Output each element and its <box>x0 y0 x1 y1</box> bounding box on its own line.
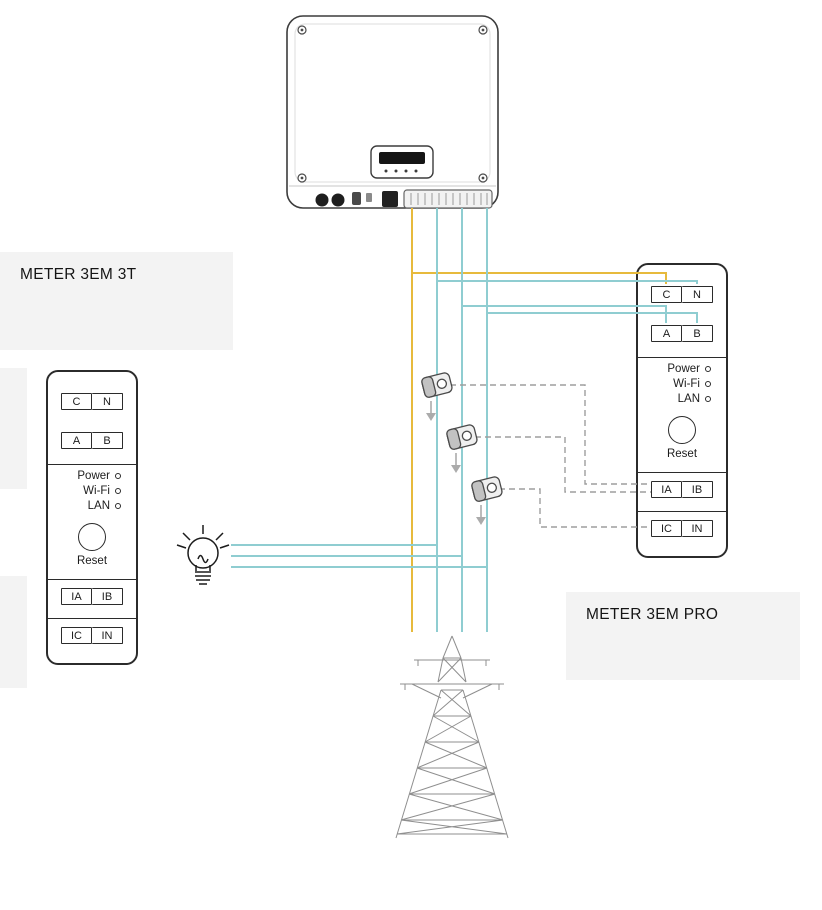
ct-clamp-icon <box>471 476 503 502</box>
power-led-row: Power <box>77 470 121 482</box>
down-arrow-icon <box>451 453 461 473</box>
terminal-ic: IC <box>651 520 682 537</box>
screw-icon <box>297 25 488 183</box>
meter-3em-3t-device: C N A B Power Wi-Fi LAN Reset IA IB IC <box>46 370 138 665</box>
terminal-row-iaib: IA IB <box>48 588 136 605</box>
down-arrow-icon <box>476 505 486 525</box>
light-bulb-icon <box>176 525 230 585</box>
meter-divider <box>48 579 136 580</box>
terminal-row-icin: IC IN <box>48 627 136 644</box>
terminal-row-iaib: IA IB <box>638 481 726 498</box>
meter-divider <box>638 357 726 358</box>
terminal-c: C <box>61 393 92 410</box>
power-led-label: Power <box>667 363 700 375</box>
terminal-row-icin: IC IN <box>638 520 726 537</box>
terminal-ic: IC <box>61 627 92 644</box>
reset-label: Reset <box>76 555 108 567</box>
terminal-in: IN <box>682 520 713 537</box>
wifi-led-row: Wi-Fi <box>83 485 121 497</box>
wifi-led-row: Wi-Fi <box>673 378 711 390</box>
terminal-ia: IA <box>61 588 92 605</box>
left-edge-strip-bottom <box>0 576 27 688</box>
terminal-b: B <box>92 432 123 449</box>
terminal-row-cn: C N <box>48 393 136 410</box>
terminal-n: N <box>682 286 713 303</box>
meter-divider <box>48 618 136 619</box>
power-led-icon <box>705 366 711 372</box>
reset-label: Reset <box>666 448 698 460</box>
lan-led-icon <box>705 396 711 402</box>
terminal-n: N <box>92 393 123 410</box>
down-arrow-icon <box>426 401 436 421</box>
power-led-row: Power <box>667 363 711 375</box>
left-meter-title: METER 3EM 3T <box>20 266 137 283</box>
terminal-row-ab: A B <box>638 325 726 342</box>
right-meter-label-box: METER 3EM PRO <box>566 592 800 680</box>
terminal-row-ab: A B <box>48 432 136 449</box>
terminal-b: B <box>682 325 713 342</box>
lan-led-row: LAN <box>88 500 121 512</box>
wifi-led-icon <box>705 381 711 387</box>
terminal-ib: IB <box>682 481 713 498</box>
power-led-icon <box>115 473 121 479</box>
left-edge-strip-top <box>0 368 27 489</box>
inverter-graphic <box>286 15 499 209</box>
terminal-c: C <box>651 286 682 303</box>
terminal-ib: IB <box>92 588 123 605</box>
right-meter-title: METER 3EM PRO <box>586 606 719 623</box>
left-meter-label-box: METER 3EM 3T <box>0 252 233 350</box>
ct-clamp-icon <box>421 372 453 398</box>
meter-3em-pro-device: C N A B Power Wi-Fi LAN Reset IA IB IC <box>636 263 728 558</box>
wifi-led-icon <box>115 488 121 494</box>
reset-button <box>78 523 106 551</box>
transmission-tower-icon <box>395 635 509 839</box>
lan-led-label: LAN <box>87 500 110 512</box>
reset-button <box>668 416 696 444</box>
meter-divider <box>638 472 726 473</box>
ct-cable-3 <box>499 488 651 528</box>
terminal-in: IN <box>92 627 123 644</box>
power-led-label: Power <box>77 470 110 482</box>
terminal-a: A <box>651 325 682 342</box>
terminal-row-cn: C N <box>638 286 726 303</box>
lan-led-label: LAN <box>677 393 700 405</box>
phase-branch-to-c <box>412 272 667 284</box>
inverter-display <box>370 145 434 179</box>
terminal-a: A <box>61 432 92 449</box>
meter-divider <box>638 511 726 512</box>
wifi-led-label: Wi-Fi <box>83 485 110 497</box>
meter-divider <box>48 464 136 465</box>
terminal-ia: IA <box>651 481 682 498</box>
ct-clamp-icon <box>446 424 478 450</box>
ct-cable-2 <box>475 436 651 493</box>
lan-led-icon <box>115 503 121 509</box>
ct-cable-1 <box>450 384 651 485</box>
inverter-connectors <box>315 189 493 209</box>
wifi-led-label: Wi-Fi <box>673 378 700 390</box>
lan-led-row: LAN <box>678 393 711 405</box>
